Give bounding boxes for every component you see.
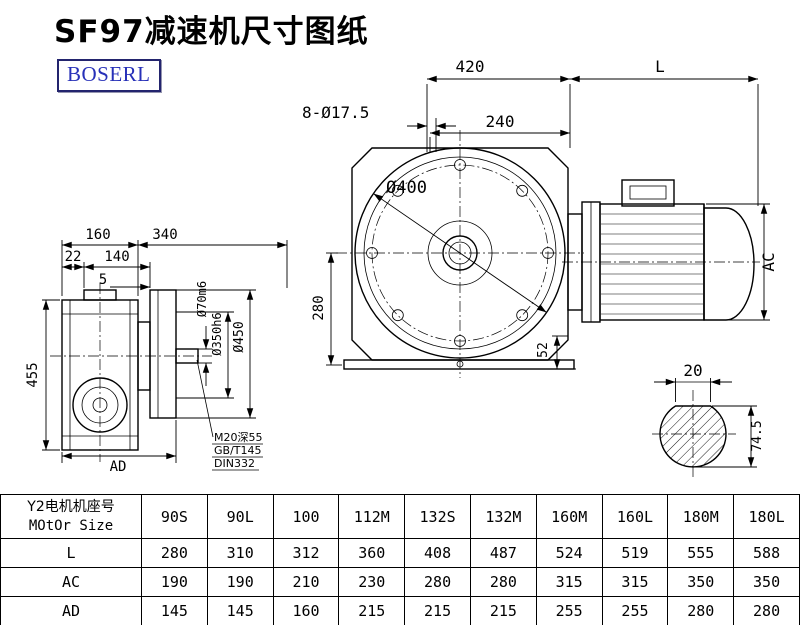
dim-row-label: AD [0, 596, 142, 625]
logo-text: BOSERL [67, 62, 151, 86]
dim-value-cell: 160 [272, 596, 340, 625]
dim-value-cell: 215 [469, 596, 537, 625]
dim-value-cell: 315 [535, 567, 603, 597]
motor-size-header-cell: 180M [667, 494, 735, 539]
motor-size-header-cell: 90S [141, 494, 208, 539]
dim-140-label: 140 [104, 249, 129, 265]
dim-value-cell: 145 [141, 596, 208, 625]
dim-value-cell: 360 [338, 538, 406, 568]
corner-line1: Y2电机机座号 [27, 499, 115, 516]
motor-size-header-cell: 160M [535, 494, 603, 539]
tap-note-line1: M20深55 [214, 431, 263, 444]
dim-420-label: 420 [456, 57, 485, 76]
dim-value-cell: 519 [601, 538, 669, 568]
shaft-section-view: 20 74.5 [652, 361, 765, 480]
dim-row-label: AC [0, 567, 142, 597]
dim-value-cell: 230 [338, 567, 406, 597]
dim-L-label: L [655, 57, 665, 76]
dim-value-cell: 280 [404, 567, 471, 597]
dim-value-cell: 315 [601, 567, 669, 597]
dim-340-label: 340 [152, 227, 177, 243]
dim-value-cell: 312 [272, 538, 340, 568]
dim-value-cell: 255 [601, 596, 669, 625]
dim-value-cell: 588 [733, 538, 800, 568]
dim-280-label: 280 [311, 295, 327, 320]
dim-value-cell: 310 [206, 538, 274, 568]
dim-value-cell: 280 [469, 567, 537, 597]
dim-value-cell: 190 [206, 567, 274, 597]
table-row-L: L 280 310 312 360 408 487 524 519 555 58… [0, 538, 800, 568]
dim-row-label: L [0, 538, 142, 568]
dim-value-cell: 524 [535, 538, 603, 568]
technical-drawing: 455 160 340 22 140 5 AD [25, 57, 778, 480]
dim-52-label: 52 [536, 342, 551, 358]
dim-value-cell: 350 [733, 567, 800, 597]
dim-5-label: 5 [99, 272, 107, 288]
dim-20-label: 20 [683, 361, 702, 380]
table-header-row: Y2电机机座号 MOtOr Size 90S 90L 100 112M 132S… [0, 494, 800, 539]
table-row-AC: AC 190 190 210 230 280 280 315 315 350 3… [0, 567, 800, 597]
dim-value-cell: 255 [535, 596, 603, 625]
top-dimensions: 420 L 240 8-Ø17.5 [302, 57, 759, 206]
dim-value-cell: 280 [667, 596, 735, 625]
motor-size-table: Y2电机机座号 MOtOr Size 90S 90L 100 112M 132S… [0, 494, 800, 625]
dim-value-cell: 280 [733, 596, 800, 625]
dim-AC-label: AC [759, 252, 778, 271]
dim-22-label: 22 [65, 249, 82, 265]
dim-74-5-label: 74.5 [750, 420, 765, 451]
dia-450-label: Ø450 [232, 321, 247, 352]
motor-size-header-cell: 100 [272, 494, 340, 539]
dim-value-cell: 408 [404, 538, 471, 568]
tap-note-line3: DIN332 [214, 457, 255, 470]
motor-size-header-cell: 132M [469, 494, 537, 539]
dim-value-cell: 215 [404, 596, 471, 625]
motor-size-header-cell: 132S [404, 494, 471, 539]
dia-400-label: Ø400 [386, 178, 427, 198]
corner-line2: MOtOr Size [28, 517, 114, 534]
dim-value-cell: 487 [469, 538, 537, 568]
bolt-holes-label: 8-Ø17.5 [302, 103, 369, 122]
table-corner-cell: Y2电机机座号 MOtOr Size [0, 494, 142, 539]
dim-value-cell: 190 [141, 567, 208, 597]
dim-455-label: 455 [25, 362, 41, 387]
dim-value-cell: 280 [141, 538, 208, 568]
side-view-gearbox: 455 160 340 22 140 5 AD [25, 227, 288, 475]
page-title: SF97减速机尺寸图纸 [54, 14, 369, 50]
dim-value-cell: 210 [272, 567, 340, 597]
motor-view: AC [562, 179, 778, 323]
motor-size-header-cell: 112M [338, 494, 406, 539]
boserl-logo: BOSERL [57, 59, 161, 92]
dim-value-cell: 215 [338, 596, 406, 625]
motor-size-header-cell: 90L [206, 494, 274, 539]
tap-note-line2: GB/T145 [214, 444, 262, 457]
motor-size-header-cell: 160L [601, 494, 669, 539]
dia-350h6-label: Ø350h6 [210, 312, 224, 355]
front-view-gearbox: Ø400 280 52 [311, 130, 584, 378]
motor-size-header-cell: 180L [733, 494, 800, 539]
dim-240-label: 240 [486, 112, 515, 131]
dim-value-cell: 145 [206, 596, 274, 625]
dim-value-cell: 555 [667, 538, 735, 568]
table-row-AD: AD 145 145 160 215 215 215 255 255 280 2… [0, 596, 800, 625]
dim-value-cell: 350 [667, 567, 735, 597]
dim-AD-label: AD [110, 459, 127, 475]
dim-160-label: 160 [85, 227, 110, 243]
